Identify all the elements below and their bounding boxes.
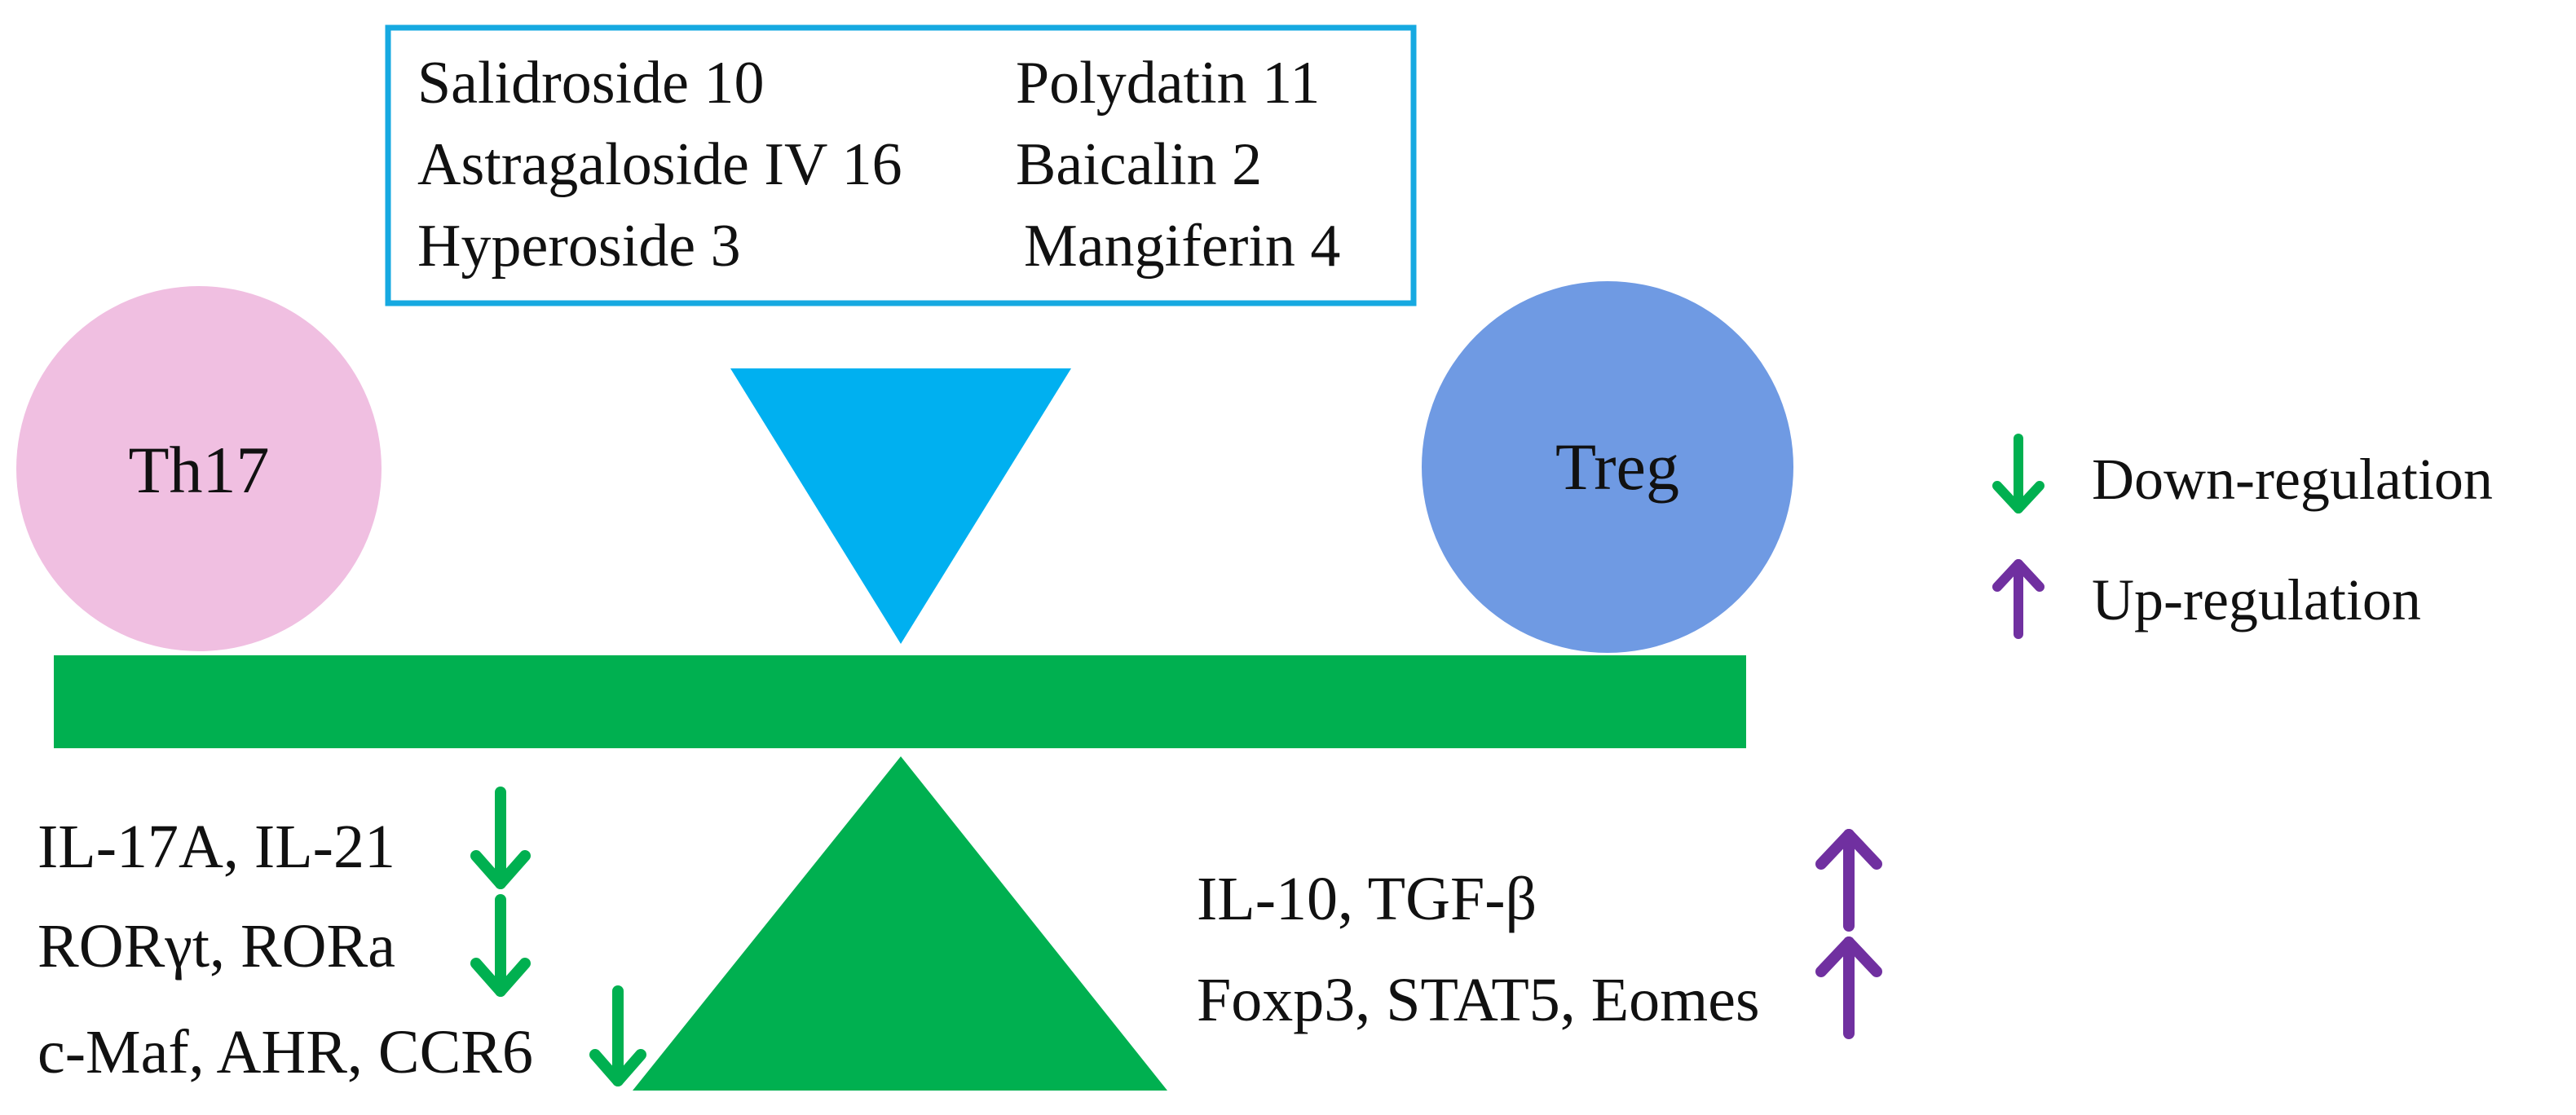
th17-circle <box>16 286 382 651</box>
compound-baicalin: Baicalin 2 <box>1016 131 1262 198</box>
treg-circle <box>1422 281 1793 653</box>
compound-hyperoside: Hyperoside 3 <box>417 213 741 280</box>
compound-mangiferin: Mangiferin 4 <box>1024 213 1340 280</box>
compound-polydatin: Polydatin 11 <box>1016 50 1320 117</box>
th17-marker-line-2: RORγt, RORa <box>37 912 395 981</box>
arrow-down-icon <box>470 787 531 889</box>
arrow-down-icon <box>589 985 646 1086</box>
compound-input-triangle <box>730 368 1071 644</box>
legend-down-label: Down-regulation <box>2092 447 2493 512</box>
compounds-box: Salidroside 10 Astragaloside IV 16 Hyper… <box>385 24 1417 306</box>
compound-astragaloside-iv: Astragaloside IV 16 <box>417 131 902 198</box>
compounds-box-frame <box>385 24 1417 306</box>
arrow-up-icon <box>1815 829 1882 932</box>
arrow-up-icon <box>1815 937 1882 1039</box>
treg-marker-line-1: IL-10, TGF-β <box>1197 865 1537 933</box>
treg-markers: IL-10, TGF-β Foxp3, STAT5, Eomes <box>1197 865 1760 1034</box>
th17-label: Th17 <box>128 433 269 507</box>
balance-fulcrum <box>633 756 1167 1091</box>
th17-marker-line-3: c-Maf, AHR, CCR6 <box>37 1018 533 1086</box>
th17-cell: Th17 <box>16 286 382 651</box>
treg-label: Treg <box>1555 430 1679 504</box>
legend: Down-regulation Up-regulation <box>1992 434 2493 639</box>
th17-marker-line-1: IL-17A, IL-21 <box>37 813 395 881</box>
arrow-up-icon <box>1992 559 2044 639</box>
legend-up-label: Up-regulation <box>2092 567 2421 632</box>
th17-markers: IL-17A, IL-21 RORγt, RORa c-Maf, AHR, CC… <box>37 813 533 1086</box>
arrow-down-icon <box>1992 434 2044 513</box>
balance-beam <box>54 655 1746 748</box>
arrow-down-icon <box>470 894 531 997</box>
treg-cell: Treg <box>1422 281 1793 653</box>
treg-marker-line-2: Foxp3, STAT5, Eomes <box>1197 966 1760 1034</box>
compound-salidroside: Salidroside 10 <box>417 50 764 117</box>
